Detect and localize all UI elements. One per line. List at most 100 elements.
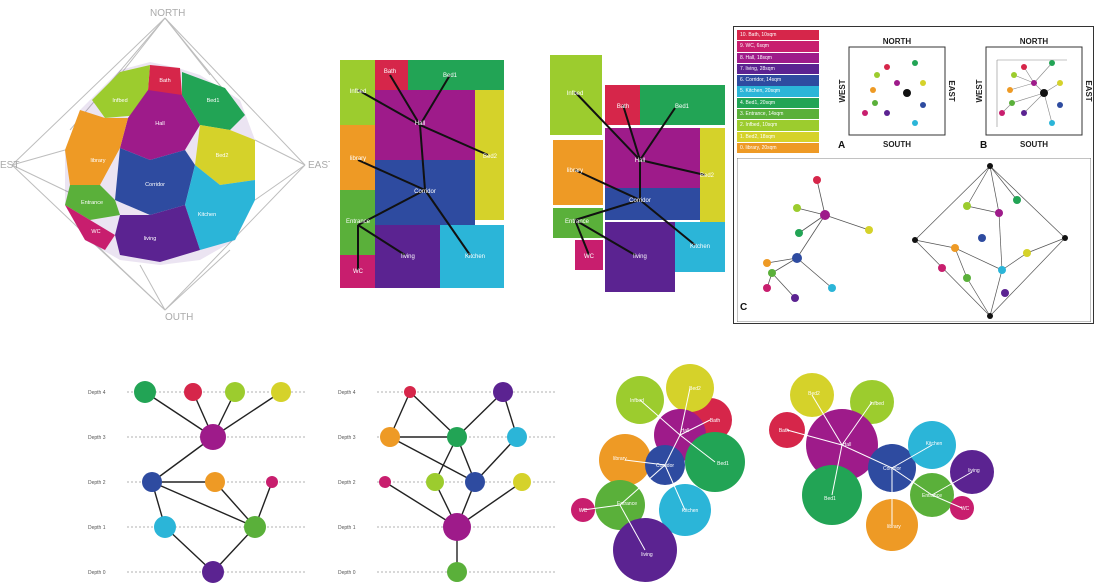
tree1-depth0: Depth 0: [88, 570, 106, 576]
label-hall: Hall: [155, 121, 164, 127]
legend-item: 10. Bath, 10sqm: [737, 30, 819, 41]
label-library: library: [91, 158, 106, 164]
plan2-label-infbed: Infbed: [567, 91, 584, 97]
plan2-kitchen: [675, 222, 725, 272]
bubble1-label-living: living: [641, 552, 653, 558]
bubble2-label-infbed: Infbed: [870, 401, 884, 407]
bubble1-label-library: library: [613, 456, 627, 462]
bubble1-label-wc: WC: [579, 508, 588, 514]
plan2-label-corridor: Corridor: [629, 198, 651, 204]
plan2-hall: [605, 128, 700, 188]
room-kitchen-face: [185, 165, 255, 250]
graph-b-east: EAST: [1084, 80, 1092, 101]
compass-west: EST: [0, 160, 19, 171]
legend-item: 1. Bed2, 18sqm: [737, 131, 819, 142]
plan1-label-library: library: [350, 156, 366, 162]
bubble2-label-hall: Hall: [843, 442, 852, 448]
plan2-label-bath: Bath: [617, 104, 629, 110]
label-infbed: Infbed: [112, 98, 127, 104]
label-bath: Bath: [159, 78, 170, 84]
graph-a-south: SOUTH: [883, 140, 911, 149]
plan2-living: [605, 222, 675, 292]
plan2-label-bed1: Bed1: [675, 104, 690, 110]
bubble1-label-bed2: Bed2: [689, 386, 701, 392]
plan2-label-living: living: [633, 254, 647, 260]
plan1-living: [375, 225, 440, 288]
bubble2-label-library: library: [887, 524, 901, 530]
label-wc: WC: [91, 229, 100, 235]
legend-item: 8. Hall, 18sqm: [737, 52, 819, 63]
bubble2-label-entrance: Entrance: [922, 493, 942, 499]
plan2-label-kitchen: Kitchen: [690, 244, 710, 250]
floor-plan-1: Infbed Bath Bed1 Hall Bed2 library Corri…: [340, 60, 504, 288]
plan2-library: [553, 140, 603, 205]
plan1-label-bed2: Bed2: [483, 154, 498, 160]
bubble1-label-infbed: Infbed: [630, 398, 644, 404]
plan1-label-entrance: Entrance: [346, 219, 371, 225]
plan1-label-hall: Hall: [415, 121, 425, 127]
room-library-face: [65, 110, 128, 185]
compass-north: NORTH: [150, 8, 185, 19]
bubble2-label-kitchen: Kitchen: [926, 441, 943, 447]
label-kitchen: Kitchen: [198, 212, 216, 218]
bubble2-label-living: living: [968, 468, 980, 474]
bubble1-label-entrance: Entrance: [617, 501, 637, 507]
graph-b-letter: B: [980, 140, 988, 151]
graph-a-east: EAST: [947, 80, 955, 101]
tree1-depth1: Depth 1: [88, 525, 106, 531]
room-entrance-face: [65, 185, 120, 220]
plan2-corridor: [605, 188, 700, 220]
graph-a-north: NORTH: [883, 37, 912, 46]
floor-plan-2: Infbed Bath Bed1 Hall Bed2 library Corri…: [550, 55, 725, 292]
label-bed2: Bed2: [216, 153, 229, 159]
compass-south: OUTH: [165, 312, 193, 323]
room-corridor-face: [115, 148, 195, 215]
label-living: living: [144, 236, 157, 242]
room-hall-face: [120, 90, 200, 160]
plan1-label-corridor: Corridor: [414, 189, 436, 195]
legend-item: 7. living, 28sqm: [737, 63, 819, 75]
graph-b-west: WEST: [975, 79, 984, 102]
bubble-diagram-1: Bath Infbed Bed2 library Hall Bed1 Corri…: [571, 364, 745, 582]
plan2-label-bed2: Bed2: [700, 173, 715, 179]
plan1-hall: [375, 90, 475, 160]
legend-item: 3. Entrance, 14sqm: [737, 108, 819, 120]
plan2-infbed: [550, 55, 602, 135]
room-bed1-face: [182, 72, 245, 130]
room-infbed-face: [92, 65, 150, 118]
plan1-bath: [375, 60, 408, 90]
plan1-label-bath: Bath: [384, 69, 396, 75]
graph-a-west: WEST: [838, 79, 847, 102]
bubble2-label-corridor: Corridor: [883, 466, 901, 472]
label-corridor: Corridor: [145, 182, 165, 188]
tree2-depth1: Depth 1: [338, 525, 356, 531]
graph-c: [737, 158, 1091, 322]
bubble2-label-bed2: Bed2: [808, 391, 820, 397]
legend-item: 0. library, 20sqm: [737, 142, 819, 154]
depth-tree-2: Depth 4 Depth 3 Depth 2 Depth 1 Depth 0: [338, 382, 555, 582]
legend-item: 9. WC, 6sqm: [737, 41, 819, 52]
label-bed1: Bed1: [207, 98, 220, 104]
plan1-corridor: [375, 160, 475, 225]
bubble2-label-bed1: Bed1: [824, 496, 836, 502]
tree2-depth2: Depth 2: [338, 480, 356, 486]
graph-b-south: SOUTH: [1020, 140, 1048, 149]
legend-item: 5. Kitchen, 20sqm: [737, 86, 819, 97]
room-bed2-face: [195, 125, 255, 185]
plan1-bed2: [475, 90, 504, 220]
plan2-bed1: [640, 85, 725, 125]
plan1-label-bed1: Bed1: [443, 73, 458, 79]
plan1-kitchen: [440, 225, 504, 288]
label-entrance: Entrance: [81, 200, 103, 206]
plan2-label-wc: WC: [584, 254, 595, 260]
bubble1-label-bed1: Bed1: [717, 461, 729, 467]
room-wc-face: [65, 205, 115, 250]
bubble1-label-hall: Hall: [681, 428, 690, 434]
tree1-depth3: Depth 3: [88, 435, 106, 441]
tree2-depth4: Depth 4: [338, 390, 356, 396]
plan1-bed1: [408, 60, 504, 90]
graph-a: NORTH SOUTH WEST EAST: [838, 37, 955, 149]
tree2-depth3: Depth 3: [338, 435, 356, 441]
tree1-depth4: Depth 4: [88, 390, 106, 396]
plan2-bath: [605, 85, 640, 125]
